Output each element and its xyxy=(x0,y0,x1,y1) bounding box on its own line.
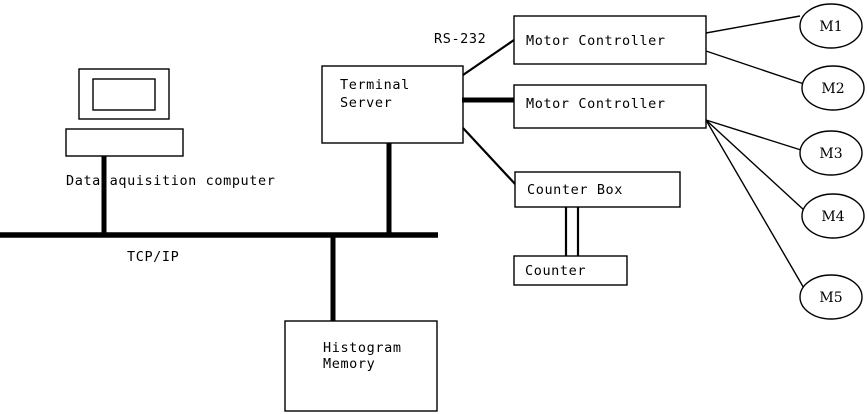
terminal-server-label-line1: Terminal xyxy=(340,77,410,93)
monitor-screen xyxy=(92,78,156,111)
link-motor-controller-1-to-m2 xyxy=(705,50,805,85)
motor-m1-ellipse xyxy=(799,3,863,49)
link-motor-controller-2-to-m5 xyxy=(705,119,806,291)
motor-m4-ellipse xyxy=(801,193,865,239)
counter-box-label: Counter Box xyxy=(527,182,623,198)
motor-m4-label: M4 xyxy=(821,209,844,225)
link-terminal-server-to-motor-controller-1 xyxy=(462,39,515,76)
motor-controller-1-box xyxy=(513,15,707,65)
counter-box-device xyxy=(513,255,628,286)
link-motor-controller-2-to-m4 xyxy=(705,119,806,212)
motor-controller-2-label: Motor Controller xyxy=(526,96,666,112)
motor-m3-label: M3 xyxy=(819,146,842,162)
motor-m3-ellipse xyxy=(799,130,863,176)
computer-caption: Data aquisition computer xyxy=(66,173,275,189)
motor-m2-ellipse xyxy=(801,65,865,111)
link-motor-controller-2-to-m3 xyxy=(705,119,802,151)
histogram-memory-label-line1: Histogram xyxy=(323,340,402,356)
motor-m5-label: M5 xyxy=(819,290,842,306)
histogram-memory-box xyxy=(284,320,438,412)
terminal-server-box xyxy=(321,65,464,144)
terminal-server-label-line2: Server xyxy=(340,95,392,111)
motor-m1-label: M1 xyxy=(819,19,842,35)
histogram-memory-label-line2: Memory xyxy=(323,356,375,372)
rs232-label: RS-232 xyxy=(434,31,486,47)
counter-label: Counter xyxy=(525,263,586,279)
computer-chassis xyxy=(65,128,184,157)
link-terminal-server-to-counter-box xyxy=(462,127,517,186)
link-motor-controller-1-to-m1 xyxy=(705,15,801,34)
counter-box xyxy=(514,171,681,208)
motor-m2-label: M2 xyxy=(821,81,844,97)
motor-controller-1-label: Motor Controller xyxy=(526,33,666,49)
tcpip-label: TCP/IP xyxy=(127,249,179,265)
motor-m5-ellipse xyxy=(799,274,863,320)
motor-controller-2-box xyxy=(513,84,707,129)
